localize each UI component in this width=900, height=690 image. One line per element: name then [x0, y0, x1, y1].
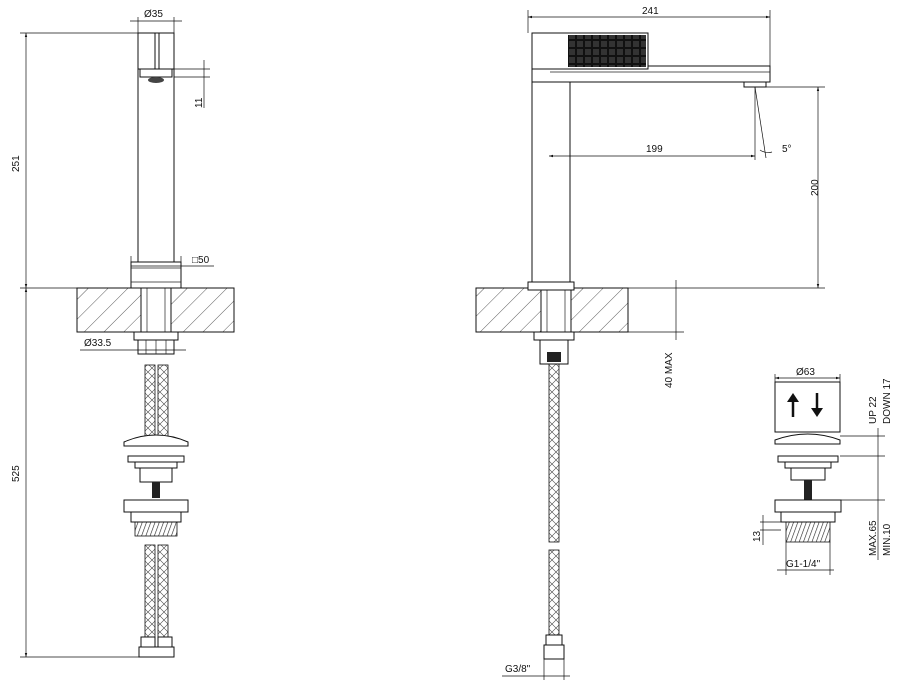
waste-plug-cap [774, 433, 841, 445]
dim-stroke-up: UP 22 [868, 396, 879, 424]
dim-spout-angle: 5° [782, 144, 792, 155]
front-hose-right-lower [157, 544, 169, 638]
arrow-up-icon [787, 393, 799, 417]
dim-hose-length: 525 [11, 465, 22, 482]
dim-range-min: MIN.10 [882, 523, 893, 556]
side-base [527, 281, 575, 291]
front-hose-left [144, 364, 156, 441]
front-hose-right [157, 364, 169, 441]
dim-base-square: □50 [192, 255, 210, 266]
dim-aerator-offset: 11 [194, 97, 205, 108]
front-body-column [137, 63, 175, 263]
dim-thread: G1-1/4" [786, 559, 821, 570]
side-body-column [531, 74, 571, 283]
dim-max-thickness: 40 MAX [664, 352, 675, 388]
waste-detail: Ø63 UP 22 DOWN 17 MAX.65 MIN.10 13 G1-1/… [752, 367, 893, 575]
front-hose-left-lower [144, 544, 156, 638]
dim-spout-length: 241 [642, 6, 659, 17]
front-view: Ø35 251 11 □50 Ø33.5 525 [11, 9, 235, 658]
dim-total-height: 251 [11, 155, 22, 172]
dim-range-max: MAX.65 [868, 520, 879, 556]
front-aerator [139, 68, 173, 78]
side-view: 241 199 5° 200 40 MAX G3/8" [475, 6, 825, 680]
waste-thread [785, 521, 831, 543]
dim-spout-height: 200 [810, 179, 821, 196]
stroke-box [774, 381, 841, 433]
front-waste-cap [123, 434, 189, 447]
dim-plug-diameter: Ø63 [796, 367, 815, 378]
dim-reach: 199 [646, 144, 663, 155]
dim-shank-diameter: Ø33.5 [84, 338, 112, 349]
dim-stroke-down: DOWN 17 [882, 378, 893, 424]
dim-body-diameter: Ø35 [144, 9, 163, 20]
side-handle-grip [568, 35, 646, 67]
front-waste-thread [134, 521, 178, 537]
front-spout-head [137, 32, 175, 70]
arrow-down-icon [811, 393, 823, 417]
dim-collar-height: 13 [752, 530, 763, 542]
dim-hose-thread: G3/8" [505, 664, 531, 675]
side-hose [548, 363, 560, 543]
front-shank [140, 287, 172, 333]
side-spout [531, 65, 771, 83]
